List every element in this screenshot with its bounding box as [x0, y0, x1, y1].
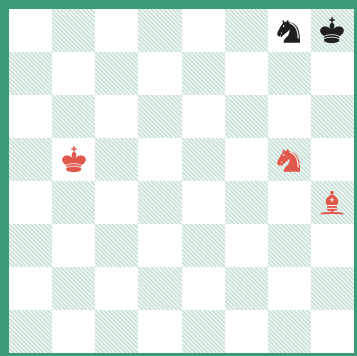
square-b7[interactable]: [52, 52, 95, 95]
square-e6[interactable]: [182, 95, 225, 138]
square-g6[interactable]: [268, 95, 311, 138]
square-b8[interactable]: [52, 9, 95, 52]
square-c7[interactable]: [95, 52, 138, 95]
square-c3[interactable]: [95, 224, 138, 267]
red-bishop-icon[interactable]: [311, 181, 354, 224]
square-c2[interactable]: [95, 267, 138, 310]
square-a7[interactable]: [9, 52, 52, 95]
square-b6[interactable]: [52, 95, 95, 138]
square-d7[interactable]: [138, 52, 181, 95]
square-g7[interactable]: [268, 52, 311, 95]
square-e4[interactable]: [182, 181, 225, 224]
square-b2[interactable]: [52, 267, 95, 310]
square-f4[interactable]: [225, 181, 268, 224]
square-b3[interactable]: [52, 224, 95, 267]
square-a8[interactable]: [9, 9, 52, 52]
square-a2[interactable]: [9, 267, 52, 310]
square-f2[interactable]: [225, 267, 268, 310]
chess-board: [9, 9, 354, 353]
square-d1[interactable]: [138, 310, 181, 353]
red-knight-icon[interactable]: [268, 138, 311, 181]
square-c5[interactable]: [95, 138, 138, 181]
square-a3[interactable]: [9, 224, 52, 267]
square-d3[interactable]: [138, 224, 181, 267]
square-e3[interactable]: [182, 224, 225, 267]
square-h5[interactable]: [311, 138, 354, 181]
square-c4[interactable]: [95, 181, 138, 224]
square-f7[interactable]: [225, 52, 268, 95]
square-a1[interactable]: [9, 310, 52, 353]
square-d8[interactable]: [138, 9, 181, 52]
square-e8[interactable]: [182, 9, 225, 52]
square-e7[interactable]: [182, 52, 225, 95]
square-e5[interactable]: [182, 138, 225, 181]
square-f1[interactable]: [225, 310, 268, 353]
square-g4[interactable]: [268, 181, 311, 224]
red-king-icon[interactable]: [52, 138, 95, 181]
square-h6[interactable]: [311, 95, 354, 138]
square-g3[interactable]: [268, 224, 311, 267]
square-h3[interactable]: [311, 224, 354, 267]
square-g1[interactable]: [268, 310, 311, 353]
square-e2[interactable]: [182, 267, 225, 310]
square-c1[interactable]: [95, 310, 138, 353]
square-c6[interactable]: [95, 95, 138, 138]
square-g2[interactable]: [268, 267, 311, 310]
square-h1[interactable]: [311, 310, 354, 353]
square-h2[interactable]: [311, 267, 354, 310]
square-e1[interactable]: [182, 310, 225, 353]
square-d6[interactable]: [138, 95, 181, 138]
square-d4[interactable]: [138, 181, 181, 224]
square-d5[interactable]: [138, 138, 181, 181]
square-f5[interactable]: [225, 138, 268, 181]
black-king-icon[interactable]: [311, 9, 354, 52]
square-a6[interactable]: [9, 95, 52, 138]
square-d2[interactable]: [138, 267, 181, 310]
square-b1[interactable]: [52, 310, 95, 353]
square-f6[interactable]: [225, 95, 268, 138]
square-a4[interactable]: [9, 181, 52, 224]
square-f8[interactable]: [225, 9, 268, 52]
square-h7[interactable]: [311, 52, 354, 95]
square-a5[interactable]: [9, 138, 52, 181]
square-b4[interactable]: [52, 181, 95, 224]
square-f3[interactable]: [225, 224, 268, 267]
square-c8[interactable]: [95, 9, 138, 52]
black-knight-icon[interactable]: [268, 9, 311, 52]
